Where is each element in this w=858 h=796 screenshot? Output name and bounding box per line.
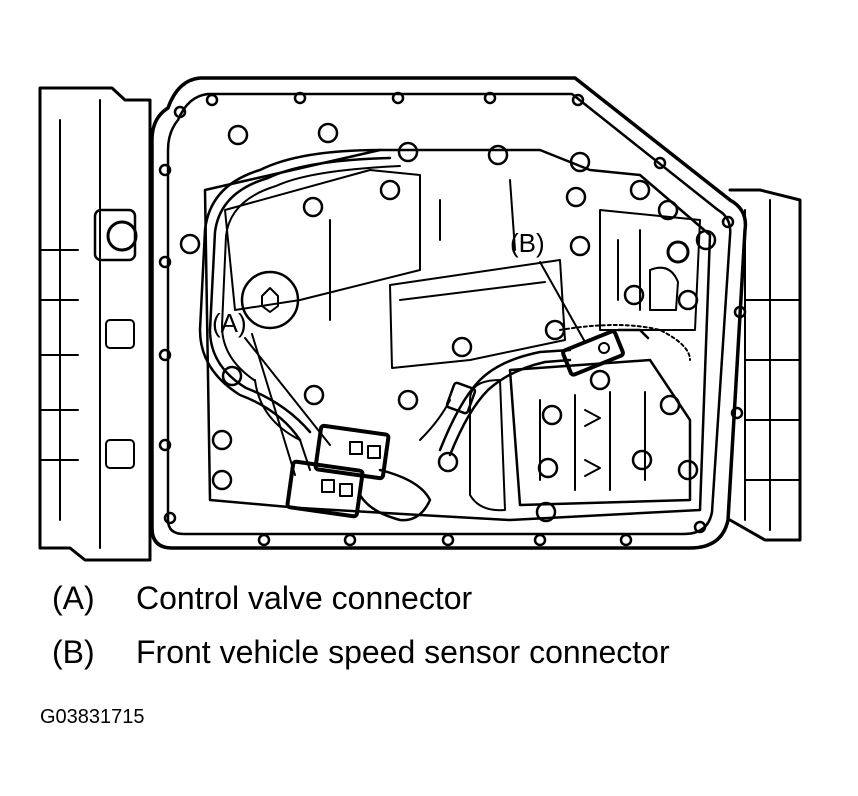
valve-body-bolts xyxy=(179,122,717,523)
valve-body xyxy=(203,148,712,522)
legend-row-b: (B) Front vehicle speed sensor connector xyxy=(52,634,670,688)
legend-label-b: Front vehicle speed sensor connector xyxy=(136,634,670,670)
legend-row-a: (A) Control valve connector xyxy=(52,580,670,634)
transmission-housing-right xyxy=(728,188,802,542)
legend-label-a: Control valve connector xyxy=(136,580,473,616)
control-valve-connector xyxy=(285,423,391,519)
legend-key-a: (A) xyxy=(52,580,95,616)
callout-b-leader xyxy=(539,261,586,343)
transmission-housing-left xyxy=(38,86,152,562)
flange-bolts xyxy=(158,91,747,547)
transmission-valve-body-diagram: (A) (B) xyxy=(38,76,802,562)
front-vehicle-speed-sensor-connector xyxy=(561,328,650,377)
wiring-harness xyxy=(198,148,382,442)
callout-a-label: (A) xyxy=(212,308,247,338)
legend-key-b: (B) xyxy=(52,634,95,670)
callout-a-leader xyxy=(244,333,331,476)
oil-pan-flange xyxy=(150,76,748,550)
legend: (A) Control valve connector (B) Front ve… xyxy=(52,580,670,688)
figure-id: G03831715 xyxy=(40,706,145,728)
callout-b-label: (B) xyxy=(510,228,545,258)
